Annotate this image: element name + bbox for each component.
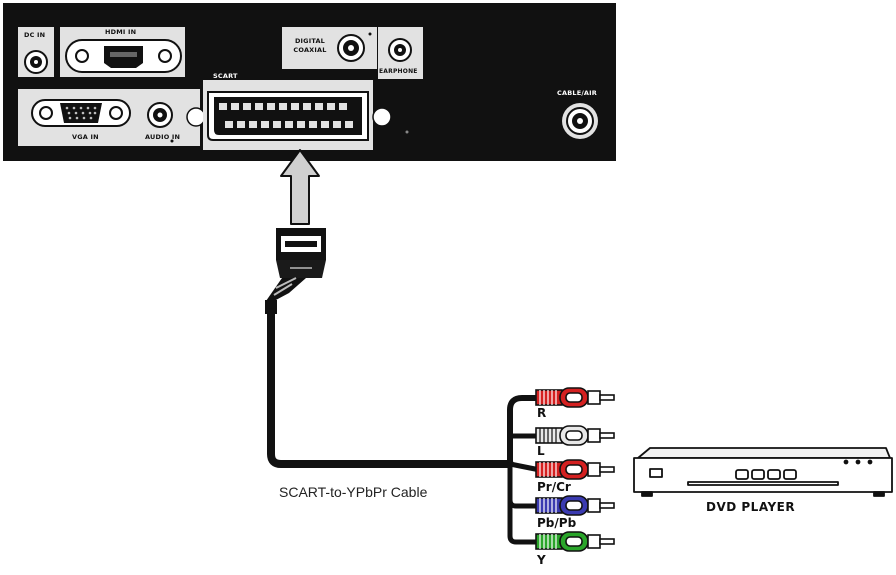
rca-plug-l — [535, 425, 615, 446]
plug-label-l: L — [537, 444, 545, 458]
rca-plug-pr — [535, 459, 615, 480]
scart-plug — [265, 228, 326, 314]
digital-coaxial-label-1: DIGITAL — [294, 37, 326, 45]
plug-label-r: R — [537, 406, 547, 420]
rca-plug-y — [535, 531, 615, 552]
vga-audio-plate — [18, 89, 200, 146]
dc-in-label: DC IN — [24, 31, 46, 39]
tv-rear-panel — [3, 3, 616, 161]
audio-in-label: AUDIO IN — [145, 133, 181, 141]
dc-in-port — [18, 27, 54, 77]
earphone-port — [378, 27, 423, 79]
hdmi-in-port — [60, 27, 185, 77]
scart-label: SCART — [213, 72, 238, 80]
earphone-label: EARPHONE — [379, 68, 418, 75]
cable-air-label: CABLE/AIR — [557, 89, 597, 97]
cable-air-port — [562, 103, 598, 139]
rca-plug-r — [535, 387, 615, 408]
rca-plug-pb — [535, 495, 615, 516]
vga-in-label: VGA IN — [72, 133, 99, 141]
dvd-player — [633, 447, 893, 497]
plug-label-pb: Pb/Pb — [537, 516, 577, 530]
plug-label-y: Y — [537, 553, 546, 567]
digital-coaxial-port — [282, 27, 377, 69]
audio-in-port — [147, 102, 174, 143]
scart-to-ypbpr-cable — [267, 308, 543, 545]
scart-port — [203, 80, 373, 150]
dvd-player-label: DVD PLAYER — [706, 500, 796, 514]
insert-arrow — [280, 149, 320, 225]
vga-in-port — [31, 99, 131, 127]
plug-label-pr: Pr/Cr — [537, 480, 571, 494]
cable-label: SCART-to-YPbPr Cable — [279, 484, 428, 500]
screw-hole-right — [372, 107, 392, 127]
screw-hole-left — [186, 107, 206, 127]
digital-coaxial-label-2: COAXIAL — [293, 46, 327, 54]
hdmi-in-label: HDMI IN — [105, 28, 137, 36]
